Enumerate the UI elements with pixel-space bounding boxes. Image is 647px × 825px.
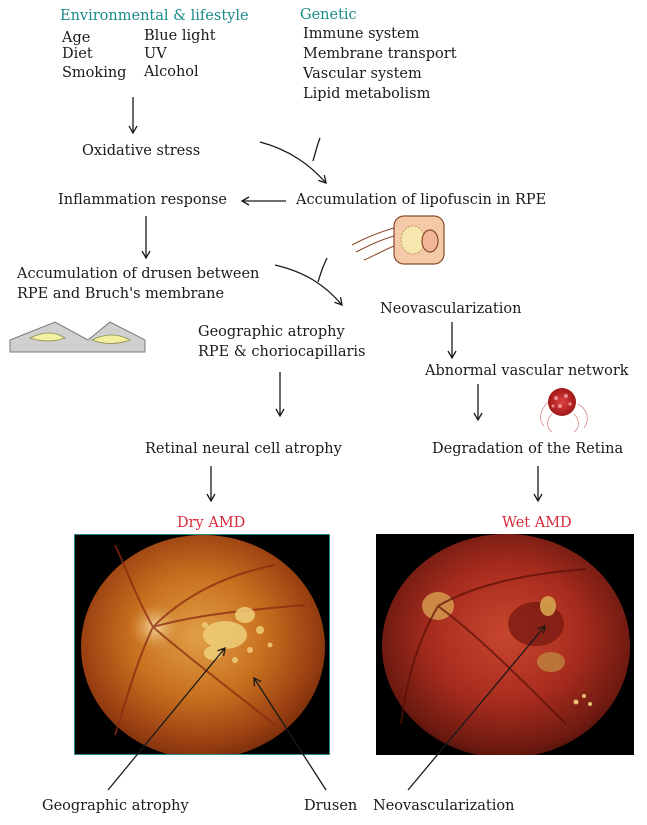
env-item-alcohol: Alcohol — [144, 64, 199, 80]
node-inflammation-response: Inflammation response — [58, 192, 227, 208]
outcome-dry-amd: Dry AMD — [177, 515, 246, 531]
outcome-wet-amd: Wet AMD — [502, 515, 572, 531]
environmental-lifestyle-title: Environmental & lifestyle — [60, 8, 249, 24]
env-item-diet: Diet — [62, 46, 93, 62]
label-drusen: Drusen — [304, 798, 358, 814]
node-lipofuscin: Accumulation of lipofuscin in RPE — [296, 192, 547, 208]
pointer-neovascularization — [407, 624, 546, 791]
drusen-illustration — [9, 321, 146, 353]
genetic-item-lipid: Lipid metabolism — [303, 86, 431, 102]
env-item-age: Age — [62, 30, 91, 46]
node-retinal-neural-cell-atrophy: Retinal neural cell atrophy — [145, 441, 342, 457]
pointer-geographic-atrophy — [107, 646, 226, 791]
genetic-hook — [312, 137, 321, 162]
node-geographic-atrophy-line2: RPE & choriocapillaris — [198, 344, 366, 360]
node-drusen-line2: RPE and Bruch's membrane — [17, 286, 225, 302]
drusen-hook — [317, 257, 328, 283]
genetic-item-immune: Immune system — [303, 26, 420, 42]
env-item-smoking: Smoking — [62, 65, 127, 81]
env-item-uv: UV — [144, 46, 167, 62]
vascular-network-illustration — [540, 388, 588, 433]
node-neovascularization: Neovascularization — [380, 301, 522, 317]
env-item-blue-light: Blue light — [144, 28, 216, 44]
arrow-oxidative-to-lipofuscin — [259, 141, 327, 184]
dry-amd-fundus-photo — [74, 534, 330, 755]
node-geographic-atrophy-line1: Geographic atrophy — [198, 324, 345, 340]
label-neovascularization: Neovascularization — [373, 798, 515, 814]
rpe-cell-illustration — [351, 215, 445, 265]
node-drusen-line1: Accumulation of drusen between — [17, 266, 260, 282]
node-oxidative-stress: Oxidative stress — [82, 143, 201, 159]
pointer-drusen — [253, 676, 327, 791]
genetic-item-vascular: Vascular system — [303, 66, 422, 82]
node-abnormal-vascular-network: Abnormal vascular network — [425, 363, 629, 379]
node-degradation-retina: Degradation of the Retina — [432, 441, 624, 457]
wet-amd-fundus-photo — [376, 534, 634, 755]
arrow-drusen-to-neovascularization — [274, 264, 343, 306]
genetic-title: Genetic — [300, 7, 357, 23]
label-geographic-atrophy: Geographic atrophy — [42, 798, 189, 814]
genetic-item-membrane: Membrane transport — [303, 46, 457, 62]
